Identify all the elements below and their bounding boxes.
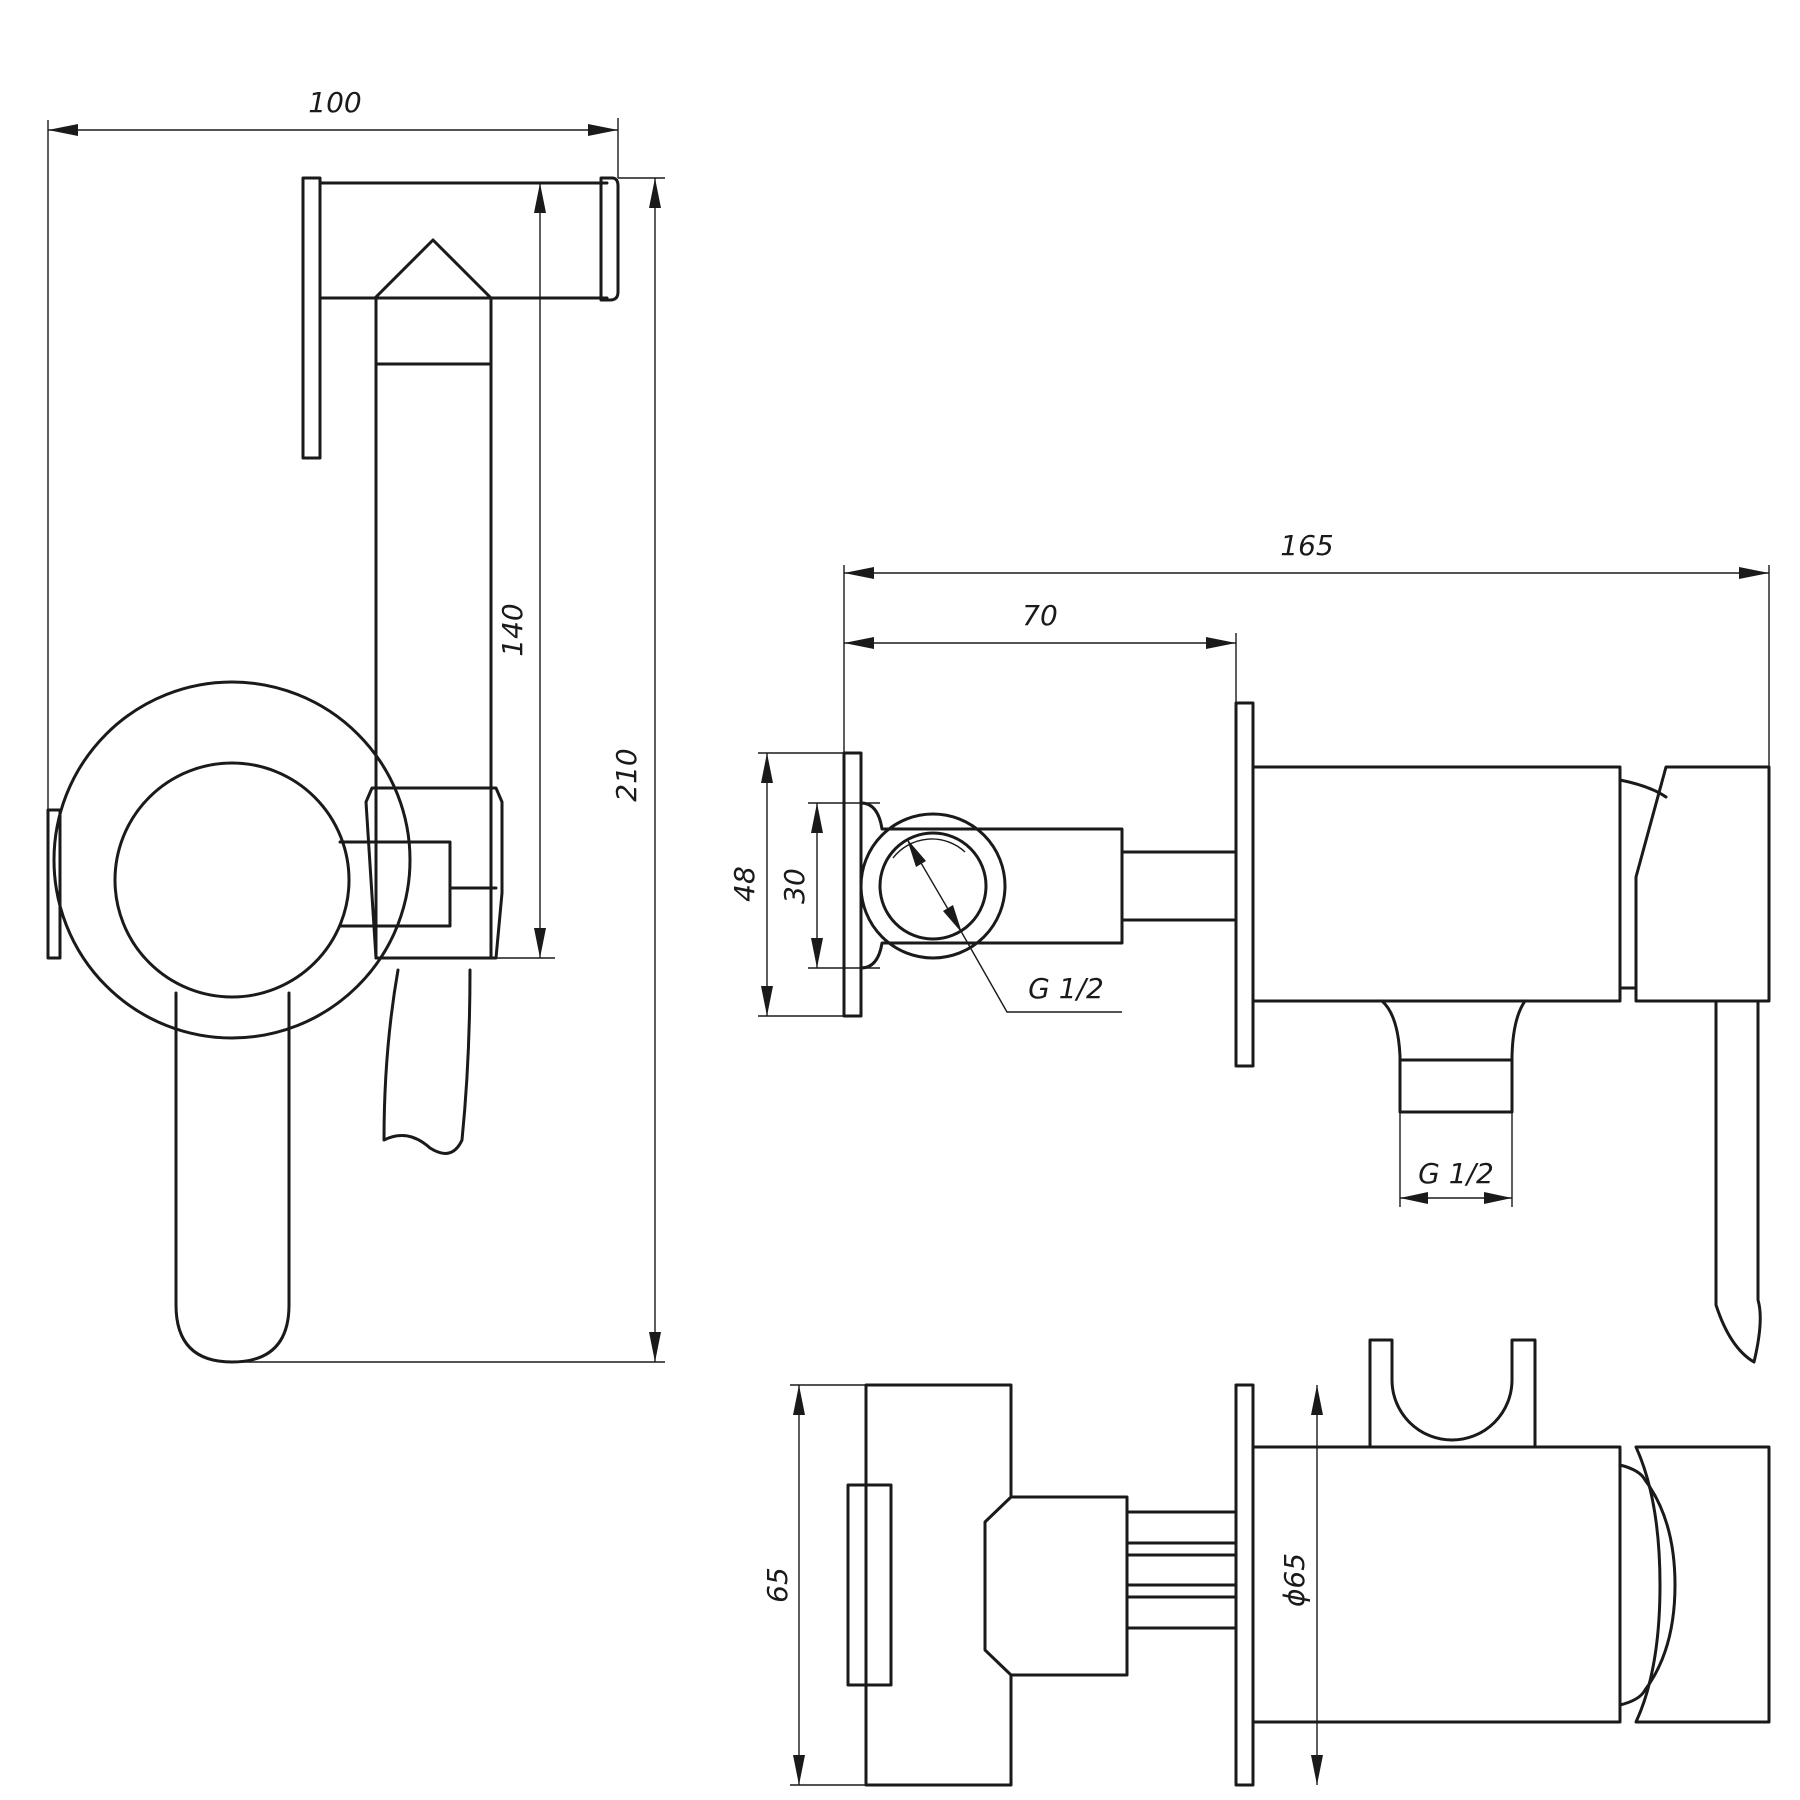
lever-head: [1634, 765, 1771, 1003]
dim-inlet-centers-label: 30: [778, 868, 811, 904]
connecting-pipe: [1120, 850, 1238, 922]
shower-head-body: [374, 296, 493, 960]
dim-inlet-flange-label: 48: [728, 866, 761, 902]
rosette-inner: [113, 761, 351, 999]
shower-collar: [364, 786, 504, 960]
bracket-plate: [301, 176, 322, 460]
top-view: 65 ϕ65: [761, 1338, 1771, 1787]
inlet-ring-outer: [859, 812, 1007, 960]
side-view: 165 70 48 30: [728, 529, 1771, 1364]
dim-side-length-label: 165: [1280, 529, 1333, 562]
holder-hook: [1368, 1338, 1537, 1449]
dim-overall-width: 100: [47, 86, 619, 812]
dim-inlet-flange: 48: [728, 752, 844, 1017]
dim-overall-height: 210: [232, 177, 665, 1363]
rosette-outer: [52, 680, 412, 1040]
dim-rosette-diameter: ϕ65: [1278, 1385, 1323, 1785]
top-body: [1251, 1445, 1622, 1724]
inlet-block: [864, 1383, 1013, 1787]
dim-inlet-thread: G 1/2: [906, 838, 1122, 1013]
dim-inlet-centers: 30: [778, 802, 880, 969]
holder-bar: [318, 181, 609, 300]
inlet-ring-detail: [892, 838, 966, 859]
lever-handle: [174, 991, 291, 1364]
inlet-ring-inner: [878, 831, 988, 941]
dim-outlet-thread-label: G 1/2: [1418, 1157, 1494, 1190]
rosette-side-block: [46, 808, 62, 960]
hose: [382, 968, 472, 1155]
pipes: [1125, 1510, 1238, 1630]
dim-bottom-depth-label: 65: [761, 1567, 794, 1603]
top-cartridge: [1618, 1463, 1677, 1707]
front-view: 100 210 140: [46, 86, 665, 1364]
lever-arm: [1714, 999, 1762, 1364]
wall-rosette: [1234, 701, 1255, 1068]
dim-outlet-thread: G 1/2: [1399, 1112, 1513, 1207]
dim-wall-offset-label: 70: [1022, 599, 1058, 632]
dim-bottom-depth: 65: [761, 1384, 866, 1786]
cartridge-cap: [1618, 778, 1668, 990]
connector-block: [1009, 1495, 1129, 1677]
mixer-body: [1251, 765, 1622, 1003]
shower-clamp: [338, 840, 498, 928]
shower-head-top: [373, 238, 493, 300]
dim-overall-height-label: 210: [610, 748, 643, 801]
dim-spout-height: 140: [491, 183, 555, 959]
holder-end-cap: [599, 176, 620, 302]
dim-spout-height-label: 140: [496, 603, 529, 656]
dim-inlet-thread-label: G 1/2: [1028, 972, 1104, 1005]
top-rosette: [1234, 1383, 1255, 1787]
dim-side-length: 165: [843, 529, 1770, 767]
inlet-connector: [859, 801, 1124, 970]
top-lever-head: [1634, 1445, 1771, 1724]
inlet-slot: [846, 1483, 893, 1687]
outlet-fitting: [1380, 999, 1527, 1114]
dim-rosette-diameter-label: ϕ65: [1278, 1553, 1311, 1607]
dim-wall-offset: 70: [844, 599, 1237, 703]
inlet-flange: [842, 751, 863, 1018]
dim-overall-width-label: 100: [308, 86, 361, 119]
